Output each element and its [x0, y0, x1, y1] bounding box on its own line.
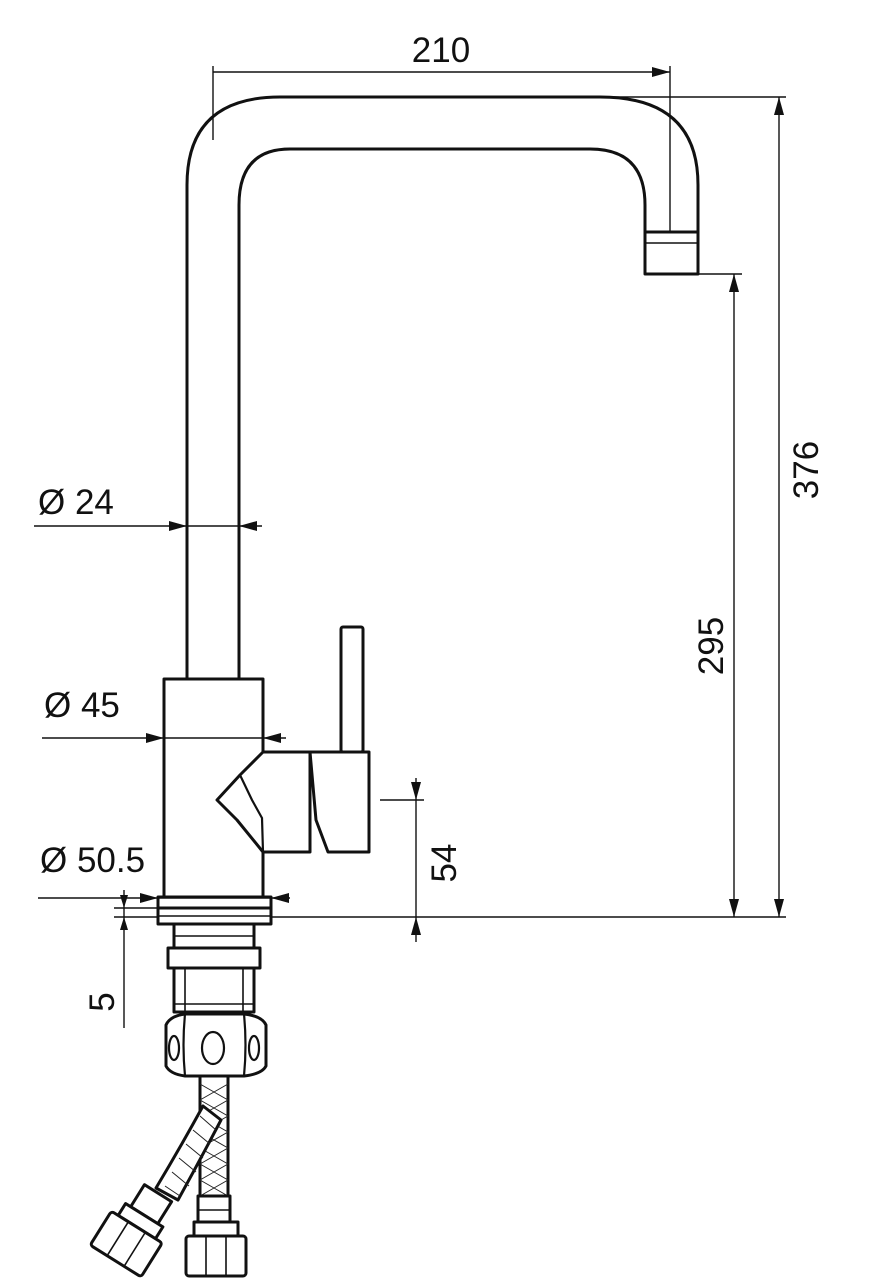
dim-label-base-ring: 5	[83, 992, 122, 1011]
dim-lever-height: 54	[380, 778, 464, 942]
dim-base-ring: 5	[83, 890, 158, 1028]
hose-angled	[154, 1104, 223, 1202]
hose-fitting-angled	[89, 1210, 163, 1278]
dim-label-outlet-height: 295	[692, 617, 731, 675]
dim-label-total-height: 376	[787, 441, 826, 499]
base-flange	[156, 895, 273, 926]
dim-outlet-height: 295	[692, 273, 742, 917]
hose-fitting-straight	[184, 1234, 248, 1278]
dim-spout-diameter: Ø 24	[34, 483, 262, 531]
dim-label-base-diameter: Ø 50.5	[40, 841, 145, 880]
dim-body-diameter: Ø 45	[42, 686, 286, 743]
lever-handle	[339, 625, 365, 754]
dim-label-spout-reach: 210	[412, 31, 470, 70]
dim-spout-reach: 210	[212, 31, 671, 232]
dim-label-lever-height: 54	[425, 844, 464, 883]
supply-hoses	[89, 1074, 248, 1278]
dim-label-spout-diameter: Ø 24	[38, 483, 114, 522]
spout-tube	[185, 95, 700, 681]
mounting-shank	[166, 922, 262, 1014]
dim-total-height: 376	[271, 96, 826, 918]
dim-label-body-diameter: Ø 45	[44, 686, 120, 725]
dimensions: 210 376 295 Ø 24	[34, 31, 826, 1028]
aerator	[643, 230, 700, 276]
mounting-nut	[164, 1012, 268, 1078]
dim-base-diameter: Ø 50.5	[38, 841, 290, 903]
faucet	[89, 95, 700, 1278]
mixer-lever	[215, 625, 371, 854]
